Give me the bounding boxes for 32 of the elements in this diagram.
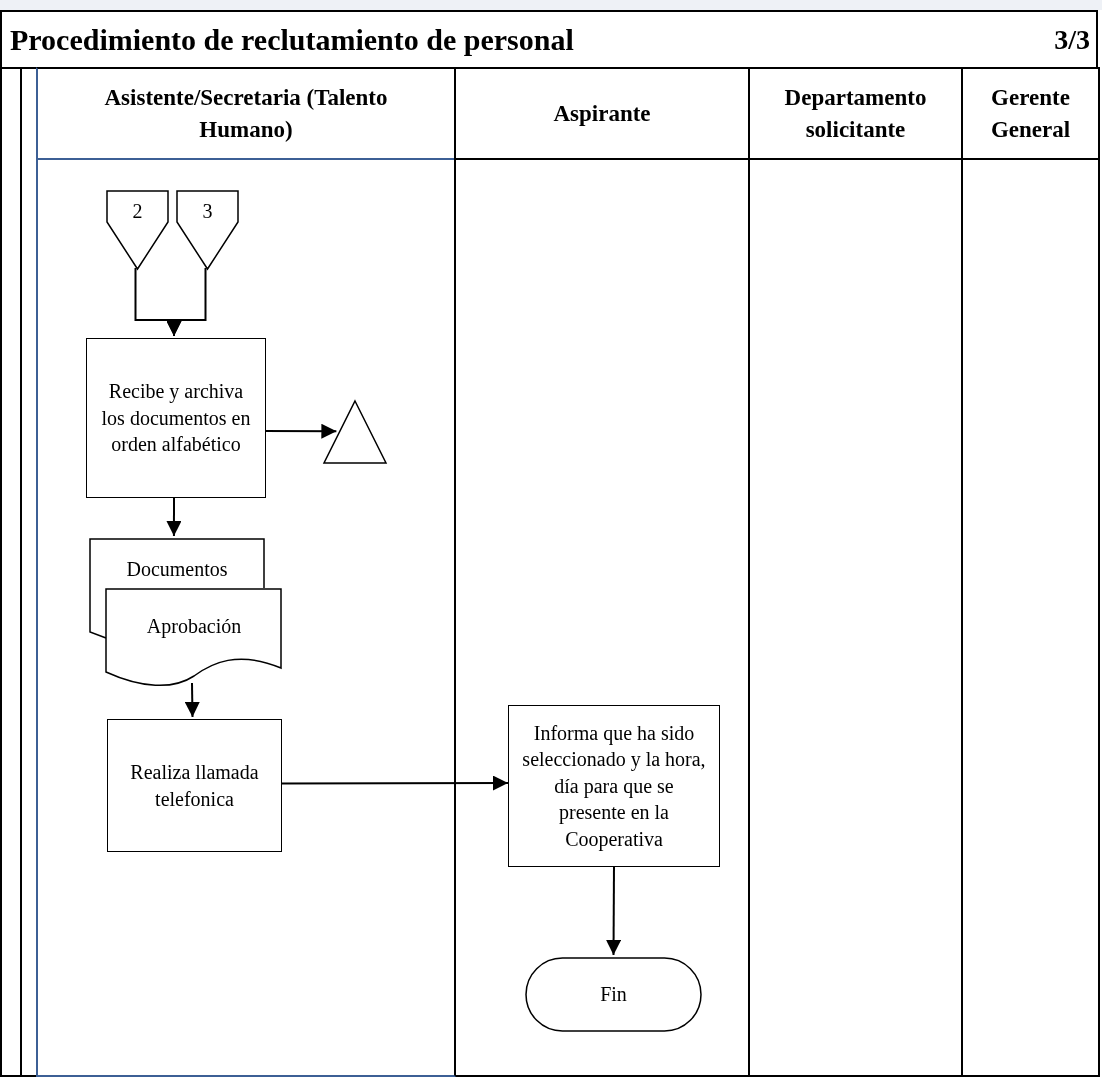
node-text: Recibe y archiva los documentos en orden alfabético: [100, 379, 252, 458]
swimlane: [750, 67, 963, 1077]
storage-triangle: [323, 400, 387, 464]
arrow: [606, 864, 622, 956]
arrow: [166, 495, 182, 537]
off-page-connector: [176, 190, 239, 270]
process-box: [508, 705, 720, 867]
lane-title: Asistente/Secretaria (Talento Humano): [103, 84, 389, 144]
node-text: Documentos: [126, 556, 228, 582]
swimlane: [456, 67, 750, 1077]
lane-title: Departamento solicitante: [783, 84, 928, 144]
diagram-title: Procedimiento de reclutamiento de personal: [10, 22, 574, 57]
page-number: 3/3: [1054, 23, 1090, 56]
arrow: [184, 682, 200, 718]
swimlane: [963, 67, 1100, 1077]
arrow: [166, 267, 207, 337]
node-text: Informa que ha sido seleccionado y la hora, día para que se presente en la Cooperativa: [521, 721, 707, 852]
arrow: [263, 423, 338, 439]
lane-title: Aspirante: [553, 99, 651, 128]
lane-title: Gerente General: [989, 84, 1072, 144]
arrow: [279, 775, 509, 791]
node-text: Fin: [600, 982, 627, 1008]
node-text: Aprobación: [146, 613, 242, 640]
document-shape: [89, 588, 282, 688]
off-page-connector: [106, 190, 169, 270]
swimlane: [36, 67, 456, 1077]
node-text: Realiza llamada telefonica: [129, 760, 260, 812]
process-box: [86, 338, 266, 498]
node-text: 3: [202, 199, 213, 224]
document-shape: [89, 538, 265, 588]
process-box: [107, 719, 282, 852]
node-text: 2: [132, 199, 143, 224]
